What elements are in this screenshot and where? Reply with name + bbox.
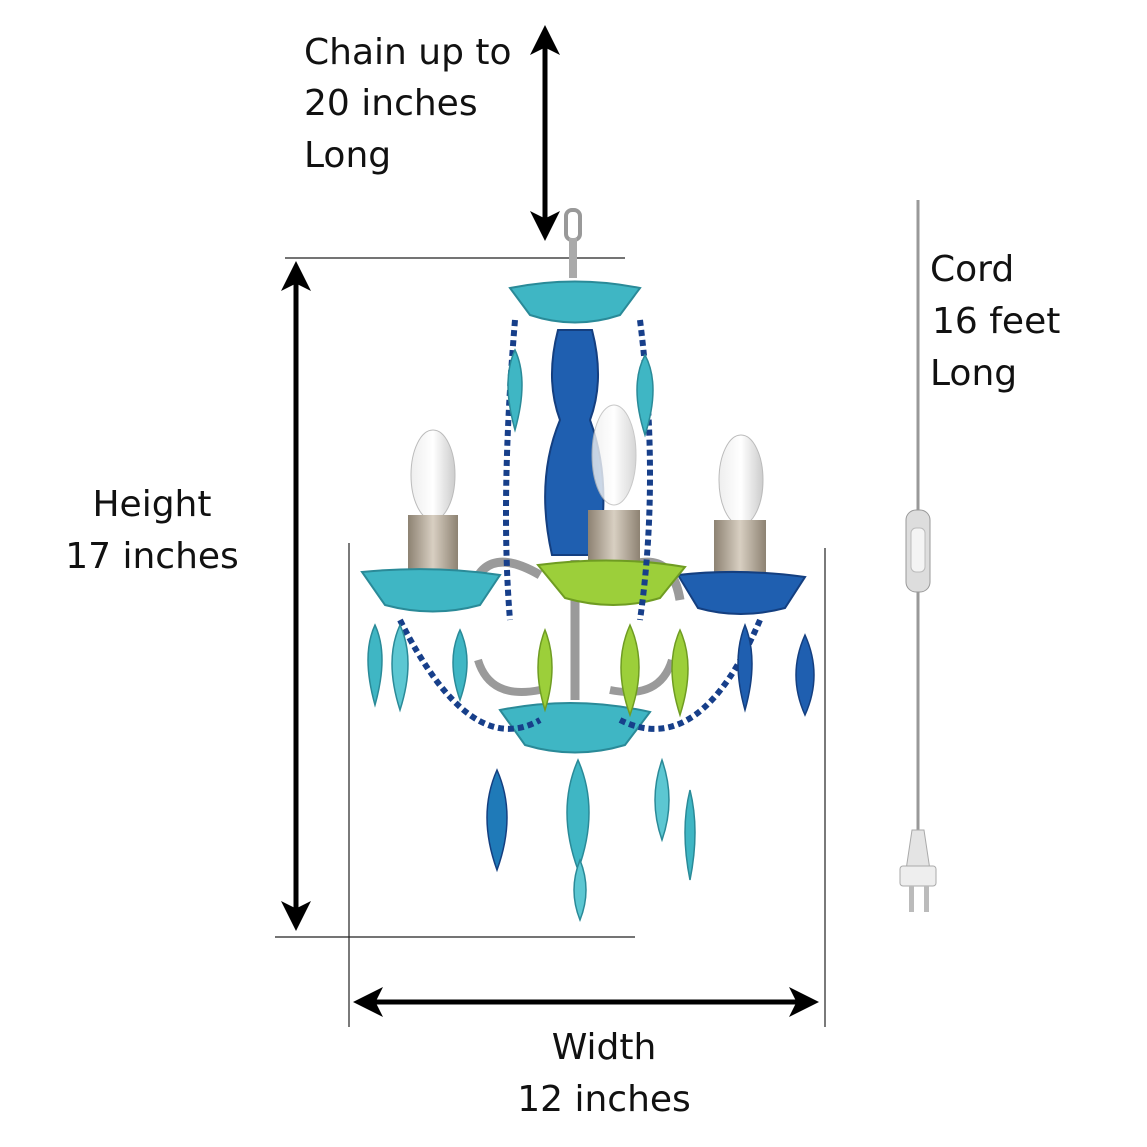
power-cord <box>899 200 937 912</box>
cord-label-line2: 16 feet <box>932 301 1061 342</box>
height-label-line2: 17 inches <box>65 536 239 577</box>
plug-body <box>905 829 931 871</box>
height-label-line1: Height <box>92 484 212 525</box>
width-label-line2: 12 inches <box>517 1079 691 1120</box>
width-label-line1: Width <box>551 1027 657 1068</box>
plug-prong <box>924 886 929 912</box>
cord-label-line3: Long <box>930 353 1018 394</box>
chandelier-image <box>360 208 815 923</box>
guide-lines <box>275 257 826 1027</box>
cord-label-line1: Cord <box>930 249 1015 290</box>
chain-label-line1: Chain up to <box>304 32 512 73</box>
chain-label-line2: 20 inches <box>304 83 478 124</box>
chain-label-line3: Long <box>304 135 392 176</box>
plug-prong <box>909 886 914 912</box>
